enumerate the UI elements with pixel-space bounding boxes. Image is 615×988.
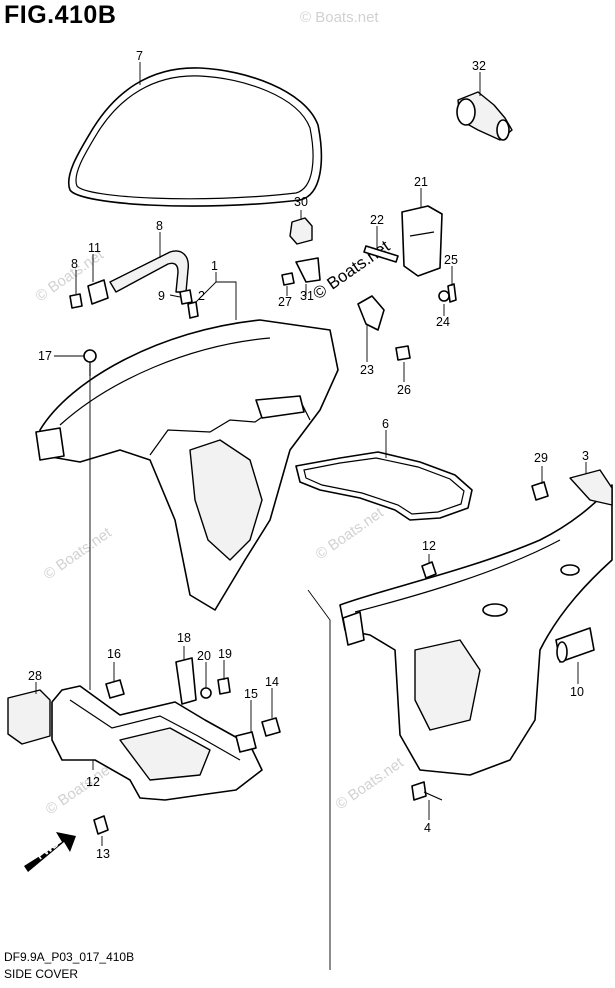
callout-17: 17 <box>38 349 52 363</box>
callout-3: 3 <box>582 449 589 463</box>
callout-19: 19 <box>218 647 232 661</box>
callout-labels: 7 32 30 21 22 25 24 23 26 31 27 8 11 8 9… <box>28 49 589 861</box>
watermark-5: © Boats.net <box>43 759 118 818</box>
callout-10: 10 <box>570 685 584 699</box>
watermark-1: © Boats.net <box>300 9 379 26</box>
watermark-6: © Boats.net <box>333 754 408 813</box>
callout-8a: 8 <box>71 257 78 271</box>
part-17-screw[interactable] <box>83 349 97 376</box>
watermark-3: © Boats.net <box>41 524 116 583</box>
fwd-arrow-icon: FWD <box>24 832 76 872</box>
part-24-washer[interactable] <box>438 290 450 302</box>
figure-title: FIG.410B <box>4 1 117 29</box>
part-10-grommet[interactable] <box>555 627 595 663</box>
callout-24: 24 <box>436 315 450 329</box>
part-29-grommet[interactable] <box>531 481 549 501</box>
part-16-clip[interactable] <box>105 679 125 699</box>
callout-1: 1 <box>211 259 218 273</box>
part-8-nut-b[interactable] <box>179 289 193 305</box>
part-11-screw[interactable] <box>421 561 437 579</box>
part-21-latch[interactable] <box>401 205 443 277</box>
callout-25: 25 <box>444 253 458 267</box>
part-1-side-cover-upper[interactable] <box>35 319 339 611</box>
part-20-washer[interactable] <box>200 687 212 699</box>
part-5-seal-ring[interactable] <box>67 67 323 207</box>
part-23-bracket[interactable] <box>357 295 385 331</box>
part-32-plug[interactable] <box>456 91 513 141</box>
part-30-clip[interactable] <box>289 217 313 245</box>
callout-26: 26 <box>397 383 411 397</box>
part-2-connector[interactable] <box>187 301 199 319</box>
callout-32: 32 <box>472 59 486 73</box>
part-7-hose[interactable] <box>109 250 189 293</box>
part-22-screw[interactable] <box>363 245 399 263</box>
callout-30: 30 <box>294 195 308 209</box>
part-28-pad[interactable] <box>7 689 51 745</box>
callout-14: 14 <box>265 675 279 689</box>
callout-21: 21 <box>414 175 428 189</box>
callout-2: 2 <box>198 289 205 303</box>
part-4-bolt[interactable] <box>411 781 443 801</box>
callout-31: 31 <box>300 289 314 303</box>
callout-23: 23 <box>360 363 374 377</box>
figure-caption: SIDE COVER <box>4 967 79 981</box>
part-31-bracket[interactable] <box>295 257 321 283</box>
callout-6: 6 <box>382 417 389 431</box>
leader-lines <box>35 62 587 970</box>
callout-15: 15 <box>244 687 258 701</box>
callout-12: 12 <box>86 775 100 789</box>
callout-5: 7 <box>136 49 143 63</box>
callout-20: 20 <box>197 649 211 663</box>
callout-27: 27 <box>278 295 292 309</box>
part-3-side-cover-right[interactable] <box>339 469 613 776</box>
callout-7: 8 <box>156 219 163 233</box>
callout-9: 11 <box>88 241 101 255</box>
callout-4: 4 <box>424 821 431 835</box>
part-25-pin[interactable] <box>447 283 457 303</box>
watermark-4: © Boats.net <box>313 504 388 563</box>
callout-13: 13 <box>96 847 110 861</box>
part-9-clamp[interactable] <box>87 279 109 305</box>
watermark-main: © Boats.net <box>309 236 393 303</box>
part-19-screw[interactable] <box>217 677 231 695</box>
callout-28: 28 <box>28 669 42 683</box>
callout-22: 22 <box>370 213 384 227</box>
part-18-bracket[interactable] <box>175 657 197 705</box>
part-26-bolt[interactable] <box>395 345 411 361</box>
part-14-bushing[interactable] <box>261 717 281 737</box>
callout-11: 12 <box>422 539 436 553</box>
part-12-lower-cover[interactable] <box>51 685 263 801</box>
part-6-gasket[interactable] <box>295 451 473 521</box>
callout-8b: 9 <box>158 289 165 303</box>
callout-29: 29 <box>534 451 548 465</box>
callout-16: 16 <box>107 647 121 661</box>
part-13-bolt[interactable] <box>93 815 109 835</box>
figure-code: DF9.9A_P03_017_410B <box>4 950 135 964</box>
fwd-label: FWD <box>34 837 61 862</box>
part-27-nut[interactable] <box>281 272 295 286</box>
callout-18: 18 <box>177 631 191 645</box>
part-15-grommet[interactable] <box>235 731 257 753</box>
part-8-nut-a[interactable] <box>69 293 83 309</box>
